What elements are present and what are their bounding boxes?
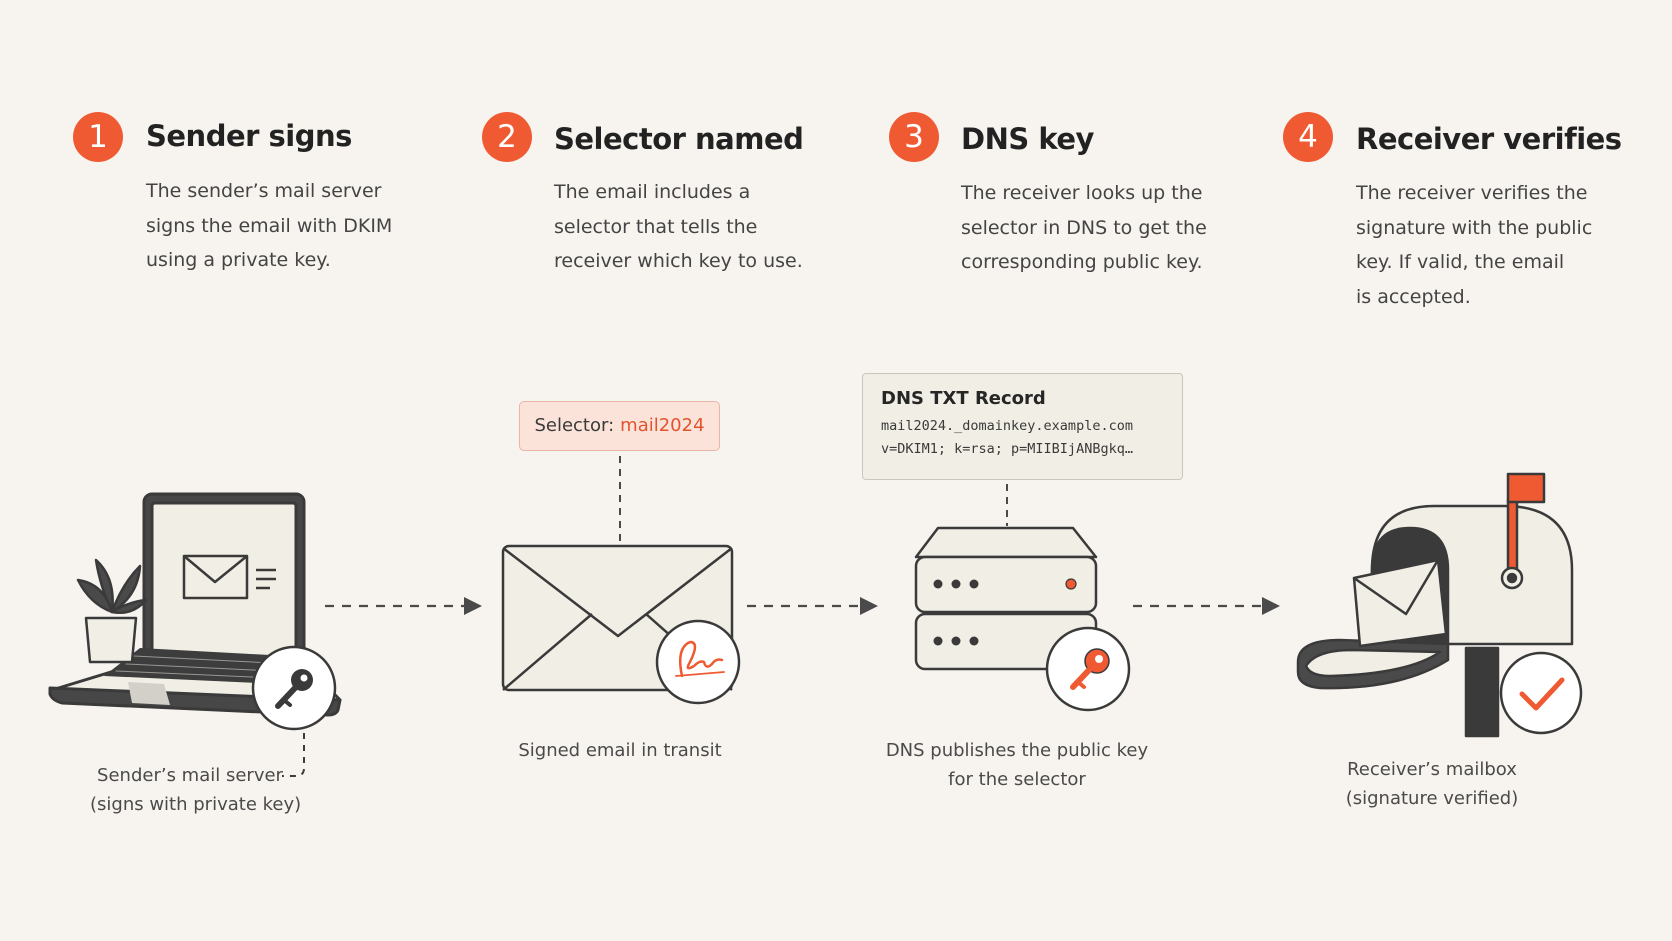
dns-txt-record-callout: DNS TXT Record mail2024._domainkey.examp… xyxy=(862,373,1183,480)
step-4-description: The receiver verifies the signature with… xyxy=(1356,176,1592,314)
receiver-caption-line: (signature verified) xyxy=(1345,788,1519,809)
selector-value: mail2024 xyxy=(620,415,705,436)
email-caption-line: Signed email in transit xyxy=(518,740,722,761)
dns-record-title: DNS TXT Record xyxy=(881,388,1046,409)
sender-caption-line: (signs with private key) xyxy=(90,794,302,815)
step-4-number-badge: 4 xyxy=(1283,112,1333,162)
dns-caption: DNS publishes the public key for the sel… xyxy=(877,736,1157,794)
step-3-number-badge: 3 xyxy=(889,112,939,162)
dns-caption-line: for the selector xyxy=(948,769,1086,790)
step-1-number-badge: 1 xyxy=(73,112,123,162)
signature-icon xyxy=(655,619,741,705)
step-2-description-line: receiver which key to use. xyxy=(554,250,803,272)
step-1-description-line: signs the email with DKIM xyxy=(146,214,393,237)
sender-caption-line: Sender’s mail server xyxy=(97,765,283,786)
step-3-description-line: selector in DNS to get the xyxy=(961,216,1207,239)
step-3-description-line: corresponding public key. xyxy=(961,251,1203,273)
dns-record-line: v=DKIM1; k=rsa; p=MIIBIjANBgkq… xyxy=(881,441,1133,457)
step-4-title: Receiver verifies xyxy=(1356,122,1622,156)
step-4-description-line: is accepted. xyxy=(1356,285,1471,308)
step-1-description: The sender’s mail server signs the email… xyxy=(146,174,392,278)
step-1-description-line: The sender’s mail server xyxy=(146,180,382,202)
receiver-caption: Receiver’s mailbox (signature verified) xyxy=(1332,755,1532,813)
mailbox-icon xyxy=(1296,504,1574,738)
arrow-right-icon xyxy=(325,597,482,615)
receiver-caption-line: Receiver’s mailbox xyxy=(1347,759,1517,780)
step-3-description: The receiver looks up the selector in DN… xyxy=(961,176,1207,280)
checkmark-icon xyxy=(1499,651,1583,735)
step-2-number-badge: 2 xyxy=(482,112,532,162)
selector-label: Selector: xyxy=(534,415,615,436)
email-caption: Signed email in transit xyxy=(500,736,740,765)
sender-caption-connector xyxy=(282,733,305,777)
arrow-right-icon xyxy=(1133,597,1280,615)
key-icon xyxy=(251,645,337,731)
step-1-description-line: using a private key. xyxy=(146,249,331,271)
step-1-title: Sender signs xyxy=(146,119,352,153)
step-2-description-line: The email includes a xyxy=(554,181,751,203)
dns-caption-line: DNS publishes the public key xyxy=(885,740,1149,761)
step-3-title: DNS key xyxy=(961,122,1094,156)
step-4-description-line: signature with the public xyxy=(1356,216,1593,239)
flag-icon xyxy=(1500,472,1546,590)
selector-callout: Selector:mail2024 xyxy=(519,401,720,451)
mail-icon xyxy=(182,554,276,600)
dns-record-line: mail2024._domainkey.example.com xyxy=(881,418,1133,434)
sender-caption: Sender’s mail server (signs with private… xyxy=(90,761,302,819)
step-4-description-line: The receiver verifies the xyxy=(1356,182,1588,204)
step-2-title: Selector named xyxy=(554,122,804,156)
step-3-description-line: The receiver looks up the xyxy=(961,182,1203,204)
step-2-description-line: selector that tells the xyxy=(554,215,758,238)
arrow-right-icon xyxy=(747,597,878,615)
step-4-description-line: key. If valid, the email xyxy=(1356,251,1565,273)
key-icon xyxy=(1045,626,1131,712)
plant-icon xyxy=(76,558,148,664)
step-2-description: The email includes a selector that tells… xyxy=(554,175,803,279)
